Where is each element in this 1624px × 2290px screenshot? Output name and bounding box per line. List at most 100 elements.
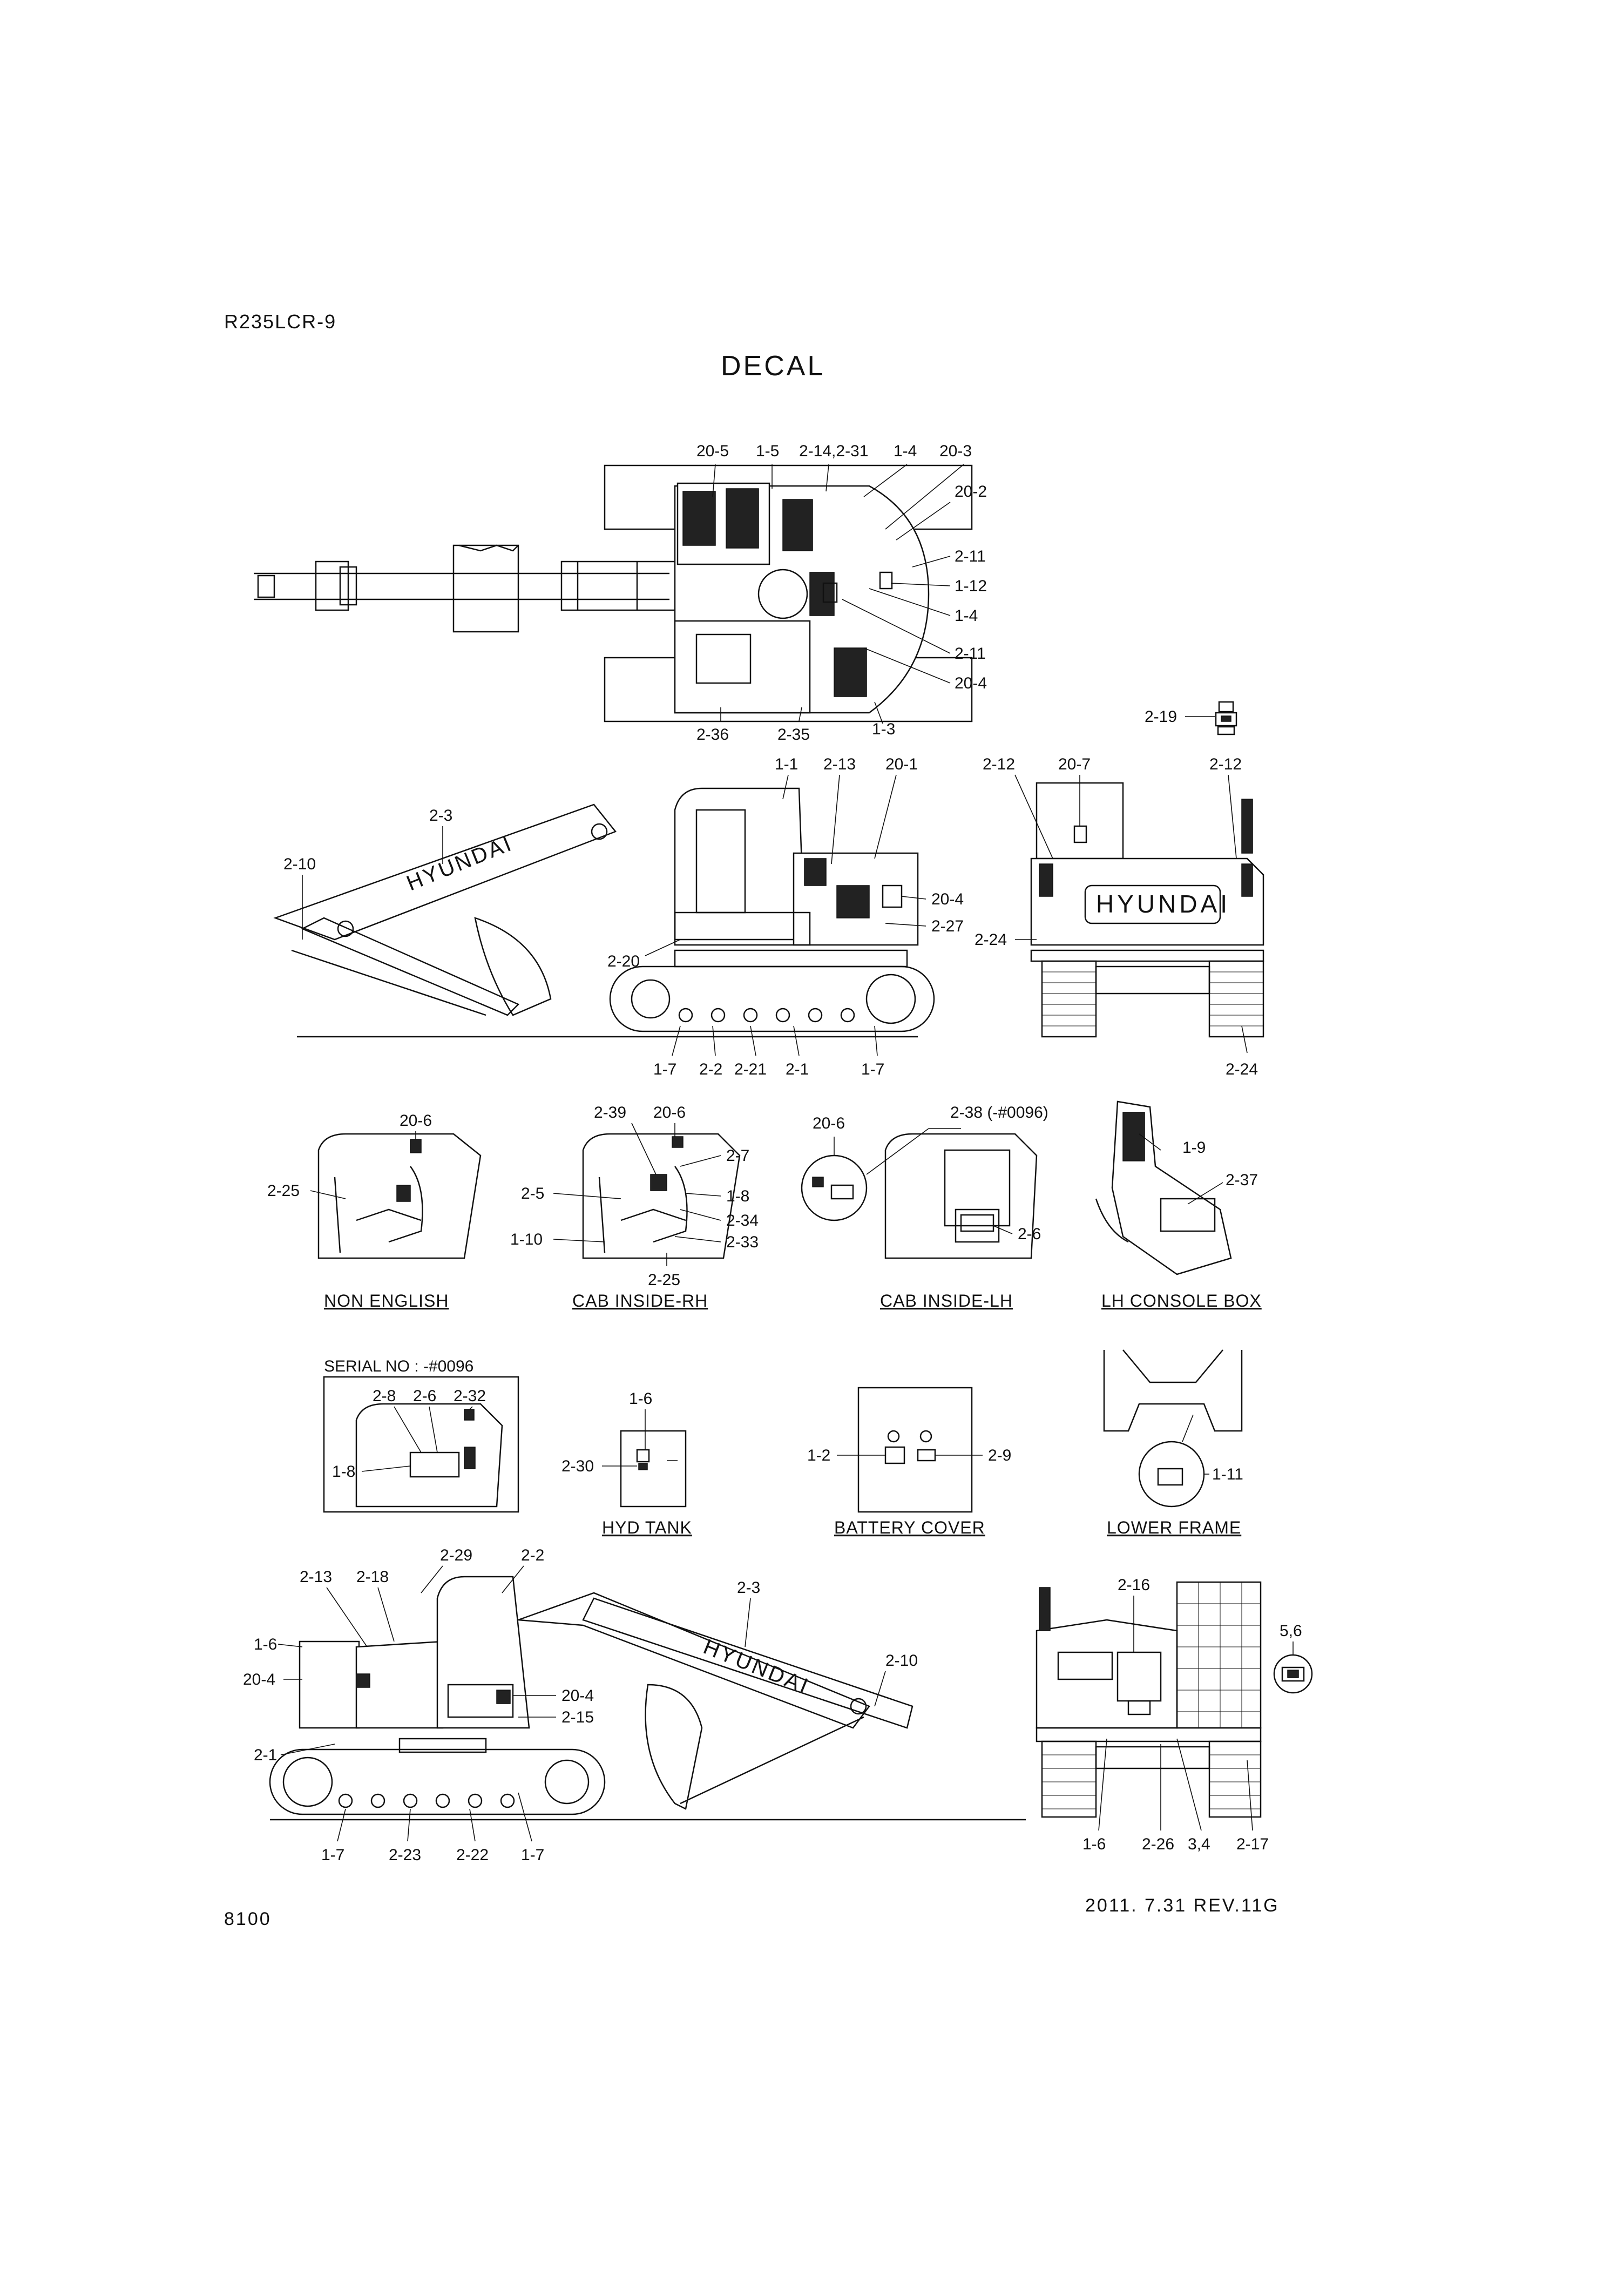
track-lh-rollers xyxy=(282,1757,590,1808)
top-view-labels: 20-5 1-5 2-14,2-31 1-4 20-3 20-2 2-11 1-… xyxy=(696,442,1177,744)
label: 2-26 xyxy=(1142,1835,1174,1853)
top-view xyxy=(254,464,1237,735)
label: 1-11 xyxy=(1212,1465,1243,1483)
model-number: R235LCR-9 xyxy=(224,310,336,333)
hood-grille-plan xyxy=(682,488,867,697)
label: 1-4 xyxy=(955,607,978,625)
front-track-treads xyxy=(1042,1754,1261,1809)
boom-plan xyxy=(254,544,681,633)
front-leaders xyxy=(1098,1596,1294,1831)
label: 1-2 xyxy=(807,1447,830,1464)
zoom-circle xyxy=(1138,1441,1205,1508)
sheet-title: DECAL xyxy=(721,350,825,382)
detail-serial-box: SERIAL NO : -#0096 2-8 2-6 2-32 1-8 xyxy=(323,1357,519,1513)
label: 2-9 xyxy=(988,1447,1011,1464)
label: 20-7 xyxy=(1058,755,1091,773)
label: 1-4 xyxy=(894,442,917,460)
label: 2-12 xyxy=(1209,755,1242,773)
cab-plan xyxy=(674,620,811,714)
label: 2-19 xyxy=(1145,708,1177,726)
cab-rh-leaders xyxy=(553,1123,721,1266)
label: 1-9 xyxy=(1182,1139,1206,1157)
label: 2-8 xyxy=(373,1387,396,1405)
caption-hyd-tank: HYD TANK xyxy=(602,1518,692,1537)
label: 20-6 xyxy=(653,1104,686,1122)
label: 2-11 xyxy=(955,548,986,565)
label: 1-6 xyxy=(629,1390,652,1408)
label: 2-2 xyxy=(699,1060,722,1078)
label: 2-1 xyxy=(254,1746,277,1764)
side-view-rh-labels: 1-1 2-13 20-1 2-3 2-10 20-4 2-27 2-20 1-… xyxy=(283,755,964,1078)
label: 2-3 xyxy=(429,807,452,825)
label: 2-7 xyxy=(726,1147,749,1165)
boom-front-grid xyxy=(1177,1582,1261,1728)
label: 20-6 xyxy=(400,1112,432,1130)
label: 2-13 xyxy=(300,1568,332,1586)
boom-brand-decal: HYUNDAI xyxy=(403,832,516,896)
label: 2-10 xyxy=(283,855,316,873)
caption-cab-inside-lh: CAB INSIDE-LH xyxy=(880,1291,1013,1310)
label: 2-25 xyxy=(648,1271,680,1289)
caption-lh-console-box: LH CONSOLE BOX xyxy=(1101,1291,1262,1310)
label: 2-13 xyxy=(823,755,856,773)
cab-side xyxy=(674,787,806,941)
label: 1-6 xyxy=(1082,1835,1106,1853)
label: 2-16 xyxy=(1118,1576,1150,1594)
serial-box-title: SERIAL NO : -#0096 xyxy=(324,1357,473,1375)
detail-non-english: 20-6 2-25 NON ENGLISH xyxy=(267,1112,482,1310)
label: 1-8 xyxy=(726,1187,749,1205)
label: 20-4 xyxy=(561,1687,594,1705)
label: 2-23 xyxy=(389,1846,421,1864)
label: 20-4 xyxy=(243,1671,275,1688)
label: 2-24 xyxy=(1226,1060,1258,1078)
label: 2-20 xyxy=(607,953,640,970)
side-lh-leaders xyxy=(278,1565,886,1842)
date-revision: 2011. 7.31 REV.11G xyxy=(1085,1895,1280,1916)
detail-lh-console-box: 1-9 2-37 LH CONSOLE BOX xyxy=(1095,1100,1262,1310)
label: 2-24 xyxy=(975,931,1007,949)
side-view-lh-labels: 2-13 2-18 2-29 2-2 2-3 1-6 20-4 2-10 20-… xyxy=(243,1546,918,1864)
label: 1-7 xyxy=(653,1060,676,1078)
track-rollers xyxy=(631,974,916,1024)
label: 1-3 xyxy=(872,720,895,738)
label: 1-6 xyxy=(254,1636,277,1653)
rear-view-labels: 2-12 20-7 2-12 2-24 2-24 xyxy=(975,755,1258,1078)
top-view-leaders xyxy=(712,464,1215,724)
label: 2-27 xyxy=(931,917,964,935)
zoom-circle xyxy=(801,1154,868,1221)
label: 2-38 (-#0096) xyxy=(950,1104,1048,1122)
label: 1-1 xyxy=(775,755,798,773)
label: 1-8 xyxy=(332,1463,355,1481)
counterweight-lh xyxy=(299,1640,360,1729)
arm-side xyxy=(301,917,520,1016)
label: 1-12 xyxy=(955,577,987,595)
label: 20-1 xyxy=(885,755,918,773)
cab-lh xyxy=(436,1576,530,1729)
serial-box-frame xyxy=(323,1376,519,1513)
label: 2-32 xyxy=(454,1387,486,1405)
label: 2-15 xyxy=(561,1708,594,1726)
battery-cover-panel xyxy=(857,1387,973,1513)
label: 2-5 xyxy=(521,1185,544,1203)
label: 2-29 xyxy=(440,1546,472,1564)
label: 20-3 xyxy=(939,442,972,460)
label: 2-6 xyxy=(413,1387,436,1405)
detail-battery-cover: 1-2 2-9 BATTERY COVER xyxy=(807,1387,1011,1537)
caption-battery-cover: BATTERY COVER xyxy=(834,1518,985,1537)
counterweight-brand-decal: HYUNDAI xyxy=(1096,890,1230,918)
label: 1-7 xyxy=(321,1846,344,1864)
side-view-rh: HYUNDAI xyxy=(273,774,935,1056)
rear-tracks xyxy=(1041,960,1264,1038)
track-side xyxy=(609,965,935,1032)
label: 2-17 xyxy=(1236,1835,1269,1853)
caption-cab-inside-rh: CAB INSIDE-RH xyxy=(572,1291,708,1310)
side-view-lh: HYUNDAI xyxy=(269,1565,1026,1842)
rear-view: HYUNDAI xyxy=(1014,774,1264,1053)
label: 1-7 xyxy=(521,1846,544,1864)
label: 2-10 xyxy=(885,1652,918,1670)
detail-cab-inside-rh: 2-39 20-6 2-7 2-5 1-8 2-34 1-10 2-33 2-2… xyxy=(510,1104,759,1310)
bucket-lh xyxy=(645,1684,703,1810)
front-view xyxy=(1036,1581,1313,1831)
label: 2-14,2-31 xyxy=(799,442,868,460)
